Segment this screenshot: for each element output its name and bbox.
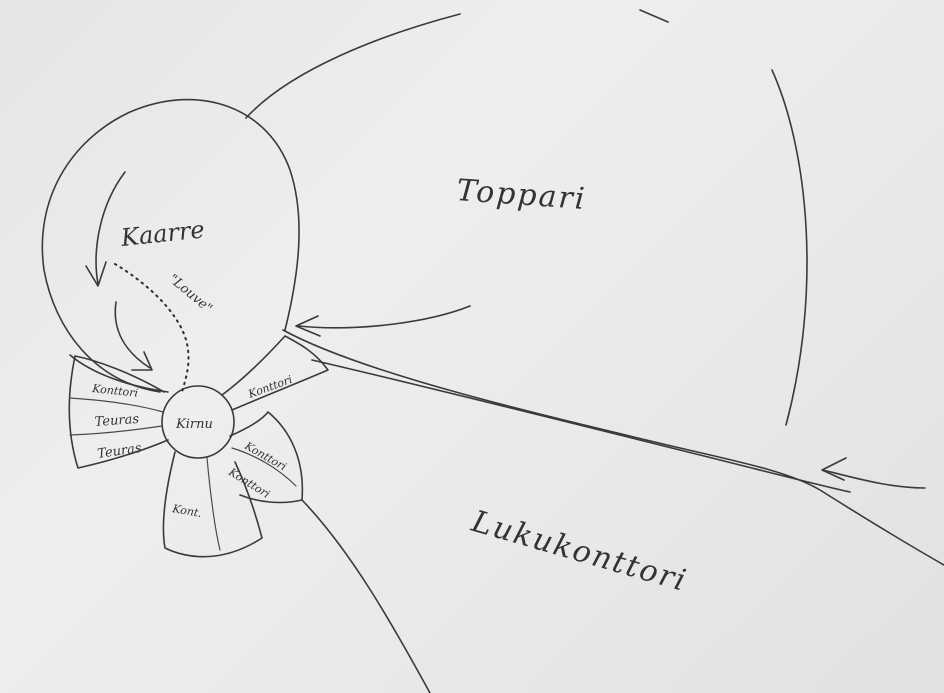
divider-line-lower bbox=[312, 360, 850, 492]
label-kirnu: Kirnu bbox=[175, 417, 213, 432]
lukukonttori-arrow-head bbox=[822, 458, 846, 480]
label-konttori-right-1: Konttori bbox=[242, 439, 289, 474]
label-louve: "Louve" bbox=[165, 272, 214, 317]
label-teuras-2: Teuras bbox=[96, 441, 142, 462]
right-upper-fan-outline bbox=[222, 336, 328, 410]
kaarre-arrow-lower bbox=[115, 302, 150, 368]
label-toppari: Toppari bbox=[455, 173, 587, 217]
label-kaarre: Kaarre bbox=[119, 215, 206, 252]
toppari-outline bbox=[246, 14, 460, 118]
toppari-arrow bbox=[298, 306, 470, 328]
label-kont-bottom: Kont. bbox=[170, 502, 202, 520]
lukukonttori-arrow bbox=[823, 470, 925, 488]
toppari-outline-right bbox=[772, 70, 807, 425]
lukukonttori-left-line bbox=[302, 500, 430, 693]
label-teuras-1: Teuras bbox=[94, 412, 140, 430]
left-fan-divider-1 bbox=[70, 398, 163, 412]
bottom-fan-divider bbox=[207, 458, 220, 550]
toppari-outline-top-tick bbox=[640, 10, 668, 22]
label-konttori-right-top: Konttori bbox=[246, 373, 294, 401]
divider-line-upper bbox=[283, 330, 944, 565]
label-lukukonttori: Lukukonttori bbox=[467, 504, 691, 599]
